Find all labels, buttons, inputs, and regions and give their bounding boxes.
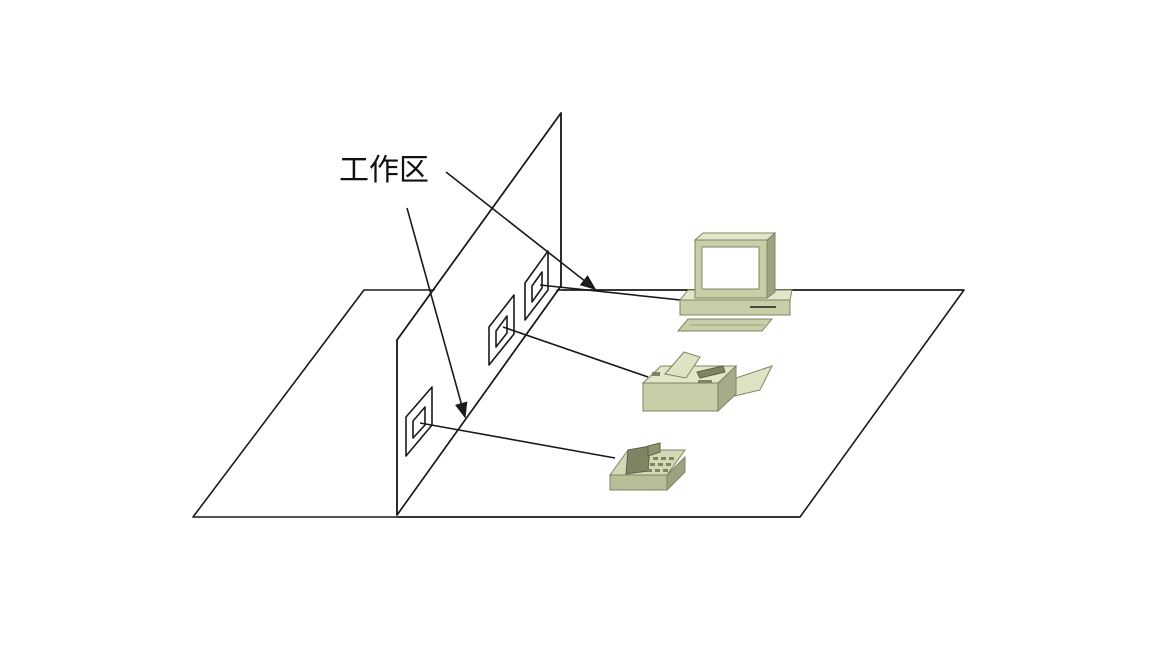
wall-outlet-icon xyxy=(488,294,515,366)
phone-cable xyxy=(419,422,616,459)
telephone-icon xyxy=(609,442,686,492)
pointer-arrow xyxy=(406,207,468,419)
fax-cable xyxy=(502,326,649,378)
pointer-arrow xyxy=(445,171,597,290)
computer-cable xyxy=(539,284,691,302)
partition-wall-fill xyxy=(398,116,560,513)
floor-plane xyxy=(192,289,965,518)
work-area-label: 工作区 xyxy=(339,153,429,188)
fax-machine-icon xyxy=(641,351,773,413)
wall-outlet-icon xyxy=(524,250,549,321)
partition-wall-edge xyxy=(396,112,562,516)
computer-icon xyxy=(676,231,793,332)
